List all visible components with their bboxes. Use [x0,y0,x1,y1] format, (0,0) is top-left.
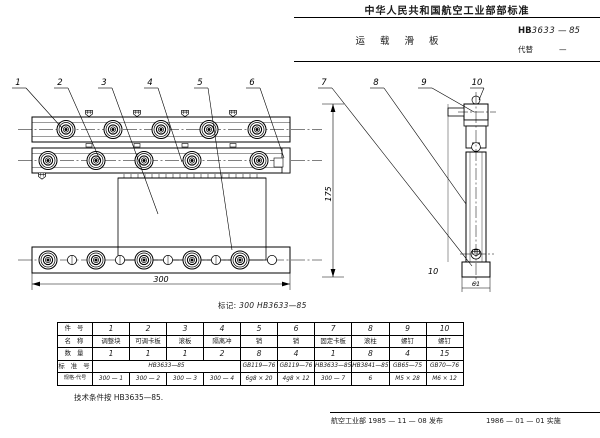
standard-8: HB3841—85 [351,359,390,373]
standard-code-number: 3633 [531,26,556,36]
footer-issuer: 航空工业部 1985 — 11 — 08 发布 [331,417,443,425]
part-name-7: 固定卡板 [313,334,353,348]
qty-8: 8 [351,347,390,361]
leader-label-7: 7 [321,78,327,88]
standard-7: HB3633—85 [313,359,353,373]
part-name-4: 隔离冲 [203,334,241,348]
part-no-8: 8 [351,322,390,336]
row-label-standard: 标 准 号 [57,359,93,373]
table-row-standards: 标 准 号 HB3633—85 GB119—76 GB119—76 HB3633… [57,359,464,373]
spec-1: 300 — 1 [92,372,130,386]
row-label-name: 名 称 [57,334,93,348]
spec-7: 300 — 7 [313,372,353,386]
table-row-names: 名 称 调整块 可调卡板 滚板 隔离冲 销 销 固定卡板 滚柱 螺钉 螺钉 [57,334,464,348]
replaces-label: 代替 [518,45,533,54]
spec-5: 6g8 × 20 [240,372,278,386]
drawing-canvas: 1 2 3 4 5 6 7 8 9 10 300 61 175 10 [12,78,496,292]
parts-table: 件 号 1 2 3 4 5 6 7 8 9 10 名 称 调整块 可调卡板 滚板… [57,322,464,386]
standard-merged-1-4: HB3633—85 [92,359,241,373]
header-divider [294,17,600,18]
part-no-7: 7 [313,322,353,336]
leader-label-4: 4 [147,78,152,88]
leader-label-3: 3 [101,78,106,88]
part-no-3: 3 [166,322,204,336]
replaces-value: — [559,45,567,54]
leader-label-10: 10 [472,78,483,88]
part-no-9: 9 [388,322,427,336]
part-name-10: 螺钉 [425,334,464,348]
qty-2: 1 [129,347,167,361]
leader-label-9: 9 [421,78,426,88]
part-no-5: 5 [240,322,278,336]
part-no-2: 2 [129,322,167,336]
qty-4: 2 [203,347,241,361]
spec-3: 300 — 3 [166,372,204,386]
leader-label-1: 1 [15,78,20,88]
footer-effective-date: 1986 — 01 — 01 实施 [486,417,561,425]
replaces-row: 代替 — [518,44,567,55]
leader-label-2: 2 [57,78,62,88]
leader-label-8: 8 [373,78,379,88]
part-name-5: 销 [240,334,278,348]
engineering-drawing: 1 2 3 4 5 6 7 8 9 10 300 61 175 10 [0,62,600,312]
row-label-spec: 规格-代号 [57,372,93,386]
dim-height-label: 175 [324,186,333,201]
marking-note: 标记: 300 HB3633—85 [218,300,307,311]
spec-8: 6 [351,372,390,386]
standard-code-suffix: — 85 [557,26,580,36]
part-no-6: 6 [277,322,315,336]
table-row-part-numbers: 件 号 1 2 3 4 5 6 7 8 9 10 [57,322,464,336]
standard-5: GB119—76 [240,359,278,373]
table-row-quantities: 数 量 1 1 1 2 8 4 1 8 4 15 [57,347,464,361]
standard-code-prefix: HB [518,26,532,36]
part-name-9: 螺钉 [388,334,427,348]
part-name-1: 调整块 [92,334,130,348]
qty-9: 4 [388,347,427,361]
row-label-part-no: 件 号 [57,322,93,336]
spec-2: 300 — 2 [129,372,167,386]
spec-4: 300 — 4 [203,372,241,386]
spec-6: 4g8 × 12 [277,372,315,386]
header-box-line [294,61,600,62]
footer-divider [330,412,600,413]
dim-width-label: 61 [472,280,480,288]
qty-6: 4 [277,347,315,361]
dim-length-label: 300 [153,275,168,284]
qty-1: 1 [92,347,130,361]
leader-label-5: 5 [197,78,202,88]
part-no-10: 10 [425,322,464,336]
part-name-3: 滚板 [166,334,204,348]
side-view-item-label: 10 [428,267,438,276]
spec-10: M6 × 12 [425,372,464,386]
standard-6: GB119—76 [277,359,315,373]
part-no-4: 4 [203,322,241,336]
part-no-1: 1 [92,322,130,336]
part-name-6: 销 [277,334,315,348]
qty-3: 1 [166,347,204,361]
marking-label: 标记: [218,301,237,310]
qty-5: 8 [240,347,278,361]
part-name-2: 可调卡板 [129,334,167,348]
qty-10: 15 [425,347,464,361]
spec-9: M5 × 28 [388,372,427,386]
standard-9: GB65—75 [388,359,427,373]
standard-title: 中华人民共和国航空工业部部标准 [364,6,530,17]
marking-value: 300 HB3633—85 [239,301,307,310]
part-name-8: 滚柱 [351,334,390,348]
standard-code: HB3633 — 85 [518,26,580,36]
table-row-specs: 规格-代号 300 — 1 300 — 2 300 — 3 300 — 4 6g… [57,372,464,386]
standard-10: GB70—76 [425,359,464,373]
row-label-quantity: 数 量 [57,347,93,361]
qty-7: 1 [313,347,353,361]
technical-condition-note: 技术条件按 HB3635—85. [74,393,164,402]
leader-label-6: 6 [249,78,255,88]
drawing-subtitle: 运 载 滑 板 [355,36,445,47]
